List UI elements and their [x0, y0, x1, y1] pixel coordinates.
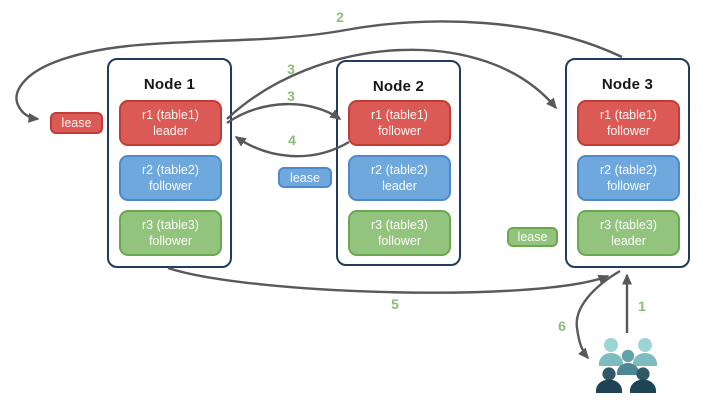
step-label-1: 1 — [638, 298, 646, 314]
replica-role: follower — [148, 179, 193, 193]
replica-name: r3 (table3) — [600, 217, 657, 232]
node-3-replica-r3: r3 (table3) leader — [577, 210, 680, 256]
lease-badge-r3: lease — [507, 227, 558, 247]
node-1: Node 1 r1 (table1) leader r2 (table2) fo… — [107, 58, 232, 268]
replica-name: r1 (table1) — [371, 107, 428, 122]
node-2-title: Node 2 — [372, 78, 425, 95]
lease-badge-r2: lease — [278, 167, 332, 188]
step-label-3b: 3 — [287, 88, 295, 104]
node-3-replica-r1: r1 (table1) follower — [577, 100, 680, 146]
replica-role: leader — [153, 124, 188, 138]
node-2-replica-r1: r1 (table1) follower — [348, 100, 451, 146]
replica-role: leader — [611, 234, 646, 248]
step-label-2: 2 — [336, 9, 344, 25]
replica-name: r1 (table1) — [600, 107, 657, 122]
replica-name: r3 (table3) — [371, 217, 428, 232]
node-3-title: Node 3 — [601, 76, 654, 93]
replica-role: follower — [377, 124, 422, 138]
replica-name: r2 (table2) — [142, 162, 199, 177]
node-2-replica-r2: r2 (table2) leader — [348, 155, 451, 201]
step-label-3a: 3 — [287, 61, 295, 77]
node-1-replica-r2: r2 (table2) follower — [119, 155, 222, 201]
users-group-icon — [596, 338, 657, 393]
replica-role: follower — [606, 179, 651, 193]
lease-badge-r1: lease — [50, 112, 103, 134]
step-label-4: 4 — [288, 132, 296, 148]
replica-role: follower — [148, 234, 193, 248]
replica-role: follower — [606, 124, 651, 138]
step-label-5: 5 — [391, 296, 399, 312]
node-1-replica-r3: r3 (table3) follower — [119, 210, 222, 256]
replica-role: follower — [377, 234, 422, 248]
replica-name: r3 (table3) — [142, 217, 199, 232]
arrow-step-3-to-node2 — [226, 102, 342, 124]
arrow-step-6 — [575, 269, 621, 360]
node-3-replica-r2: r2 (table2) follower — [577, 155, 680, 201]
node-1-title: Node 1 — [143, 76, 196, 93]
replica-name: r2 (table2) — [600, 162, 657, 177]
node-2-replica-r3: r3 (table3) follower — [348, 210, 451, 256]
step-label-6: 6 — [558, 318, 566, 334]
replica-role: leader — [382, 179, 417, 193]
arrow-step-5 — [167, 266, 610, 294]
node-2: Node 2 r1 (table1) follower r2 (table2) … — [336, 60, 461, 266]
node-3: Node 3 r1 (table1) follower r2 (table2) … — [565, 58, 690, 268]
replica-name: r2 (table2) — [371, 162, 428, 177]
replica-name: r1 (table1) — [142, 107, 199, 122]
node-1-replica-r1: r1 (table1) leader — [119, 100, 222, 146]
